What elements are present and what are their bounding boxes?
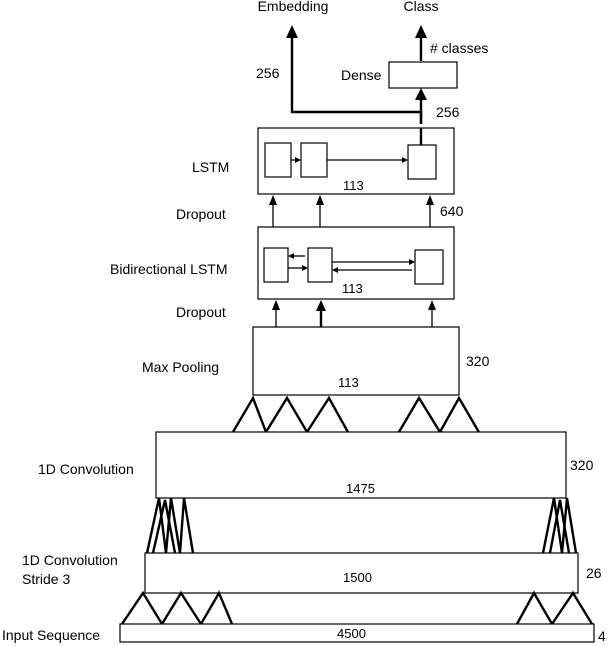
dropout-1-label: Dropout	[176, 206, 226, 222]
bilstm-label: Bidirectional LSTM	[110, 261, 228, 277]
pooling-receptive-fields	[231, 395, 482, 435]
input-channels: 4	[598, 628, 606, 644]
bilstm-cell-3	[414, 249, 444, 285]
num-classes-label: # classes	[430, 40, 488, 56]
dense-layer: Dense 256	[341, 61, 460, 124]
lstm-units-in: 640	[440, 203, 464, 219]
conv1-label-line2: Stride 3	[22, 571, 70, 587]
conv1-box	[144, 552, 579, 594]
conv2-box	[155, 431, 567, 499]
dense-label: Dense	[341, 67, 382, 83]
class-label: Class	[403, 0, 438, 14]
lstm-label: LSTM	[192, 159, 229, 175]
input-layer: Input Sequence 4500 4	[2, 623, 606, 644]
conv1-length: 1500	[343, 570, 372, 585]
max-pooling-box	[252, 326, 460, 396]
class-output: Class # classes	[403, 0, 488, 61]
conv2-channels: 320	[570, 457, 594, 473]
dense-input-dim: 256	[436, 104, 460, 120]
lstm-layer: LSTM 113	[192, 127, 455, 195]
conv2-layer: 1D Convolution 1475 320	[38, 431, 594, 499]
input-box	[119, 623, 595, 643]
bilstm-timesteps: 113	[342, 281, 363, 296]
embedding-dim-label: 256	[256, 65, 280, 81]
conv1-label-line1: 1D Convolution	[22, 552, 118, 568]
max-pooling-layer: Max Pooling 113 320	[142, 326, 490, 396]
embedding-output: Embedding 256	[256, 0, 423, 124]
input-label: Input Sequence	[2, 627, 100, 643]
bilstm-layer: Bidirectional LSTM 113	[110, 226, 455, 300]
conv2-length: 1475	[346, 481, 375, 496]
conv1-layer: 1D Convolution Stride 3 1500 26	[22, 552, 602, 594]
bilstm-cell-2	[307, 247, 333, 283]
max-pooling-channels: 320	[466, 353, 490, 369]
conv2-label: 1D Convolution	[38, 461, 134, 477]
conv2-receptive-fields	[145, 497, 578, 554]
dense-box	[388, 61, 458, 89]
lstm-cell-1	[264, 142, 292, 178]
max-pooling-length: 113	[338, 375, 359, 390]
embedding-label: Embedding	[258, 0, 329, 14]
max-pooling-label: Max Pooling	[142, 359, 219, 375]
bilstm-to-lstm-arrows: 640	[269, 195, 464, 250]
bilstm-cell-1	[263, 247, 289, 283]
lstm-timesteps: 113	[343, 178, 364, 193]
conv1-receptive-fields	[121, 590, 594, 627]
lstm-cell-2	[300, 142, 328, 178]
conv1-channels: 26	[586, 565, 602, 581]
lstm-cell-3	[407, 144, 437, 180]
input-length: 4500	[337, 626, 366, 641]
pool-to-bilstm-arrows	[272, 300, 436, 327]
dropout-2-label: Dropout	[176, 304, 226, 320]
